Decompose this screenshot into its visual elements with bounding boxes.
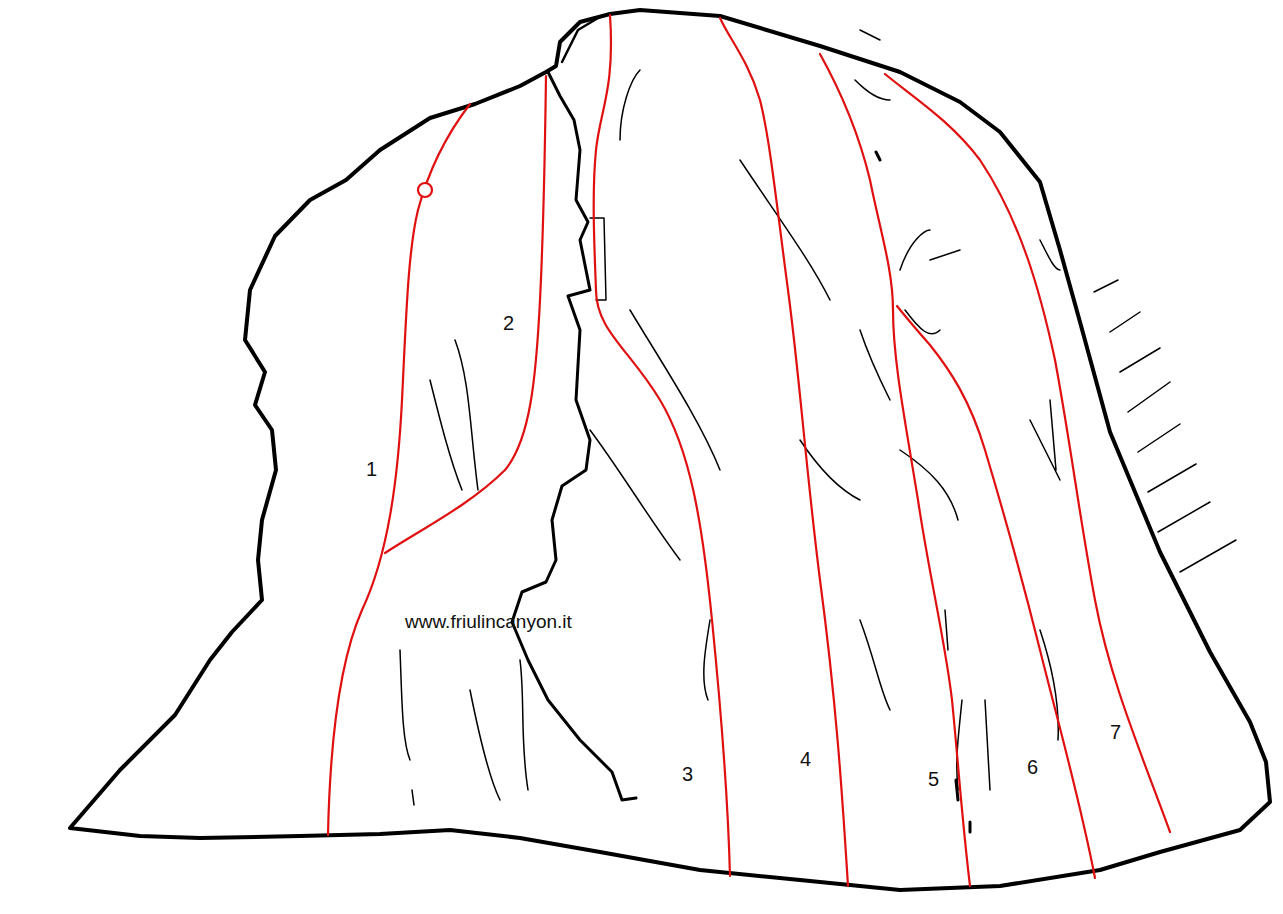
route-line xyxy=(820,54,970,886)
ridge-line xyxy=(512,72,636,800)
route-line xyxy=(594,15,730,876)
route-line xyxy=(385,76,546,553)
route-number: 5 xyxy=(928,768,939,790)
crack xyxy=(400,30,1060,805)
hatching xyxy=(1094,280,1236,572)
ridge-line xyxy=(590,218,606,300)
route-line xyxy=(885,74,1170,832)
route-number: 4 xyxy=(800,748,811,770)
route-number: 6 xyxy=(1027,756,1038,778)
anchor-circle xyxy=(418,183,432,197)
ridge-line xyxy=(562,18,598,62)
route-number: 7 xyxy=(1110,721,1121,743)
route-number: 3 xyxy=(682,763,693,785)
route-number: 2 xyxy=(503,312,514,334)
route-line xyxy=(720,18,848,886)
rock-outline xyxy=(70,10,1270,890)
watermark: www.friulincanyon.it xyxy=(405,612,572,633)
route-number: 1 xyxy=(366,458,377,480)
route-line xyxy=(897,306,1095,878)
route-line xyxy=(328,104,470,835)
